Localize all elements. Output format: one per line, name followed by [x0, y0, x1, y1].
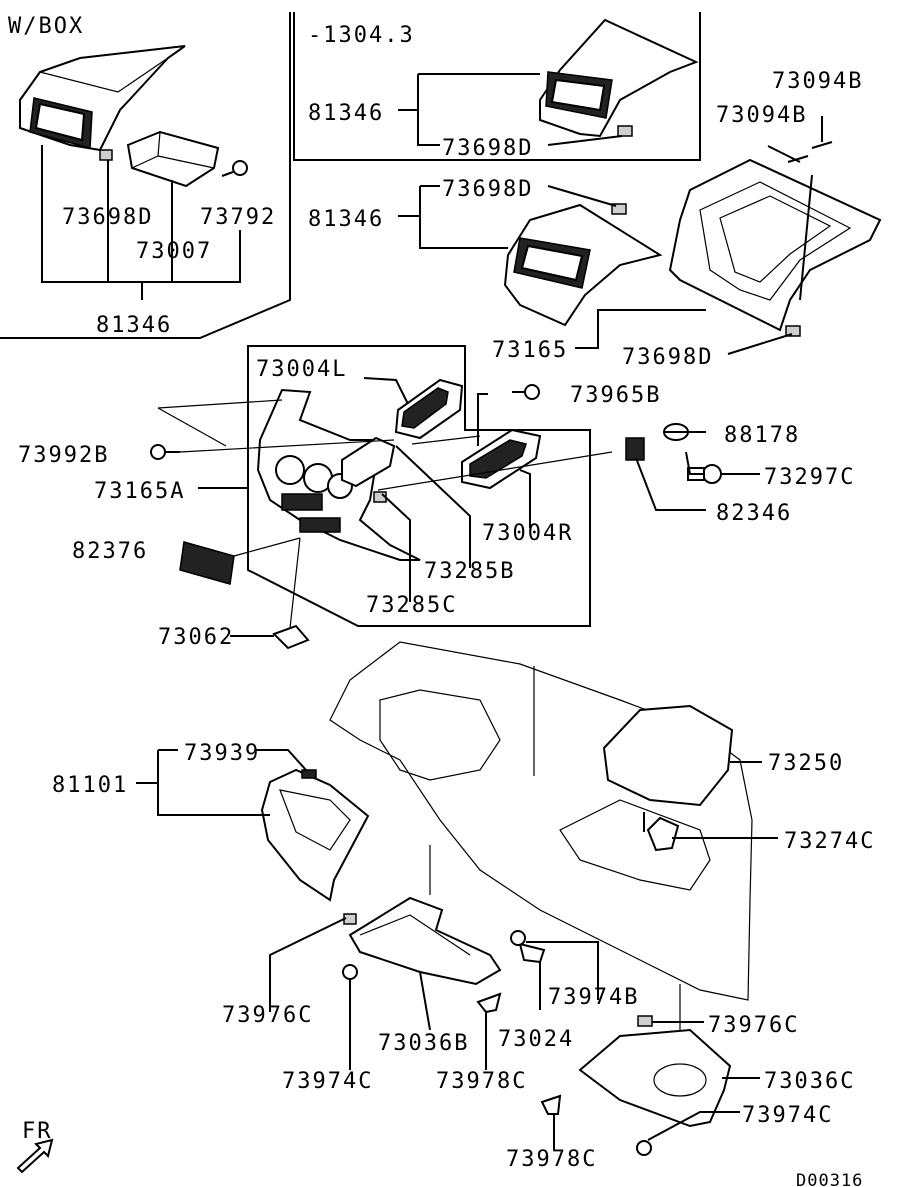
- clip-73698D-main: [611, 203, 627, 215]
- range-variant-border: [293, 12, 701, 161]
- bracket-73036B: [348, 896, 502, 986]
- part-label-73285B: 73285B: [424, 559, 515, 584]
- vent-73004L: [394, 378, 464, 440]
- screw-73974C-a: [342, 964, 358, 1002]
- part-label-73976C-a: 73976C: [222, 1003, 313, 1028]
- storage-box-73007: [126, 130, 220, 188]
- part-label-73974C-a: 73974C: [282, 1069, 373, 1094]
- stay-73024: [518, 942, 546, 964]
- dashboard-81101: [329, 641, 753, 1001]
- bezel-73165A: [256, 388, 421, 561]
- rivet-73978C-b: [540, 1094, 562, 1115]
- part-label-73698D-b: 73698D: [442, 177, 533, 202]
- panel-73165: [668, 158, 882, 332]
- fr-label: FR: [22, 1119, 53, 1144]
- part-label-73992B: 73992B: [18, 443, 109, 468]
- lower-panel-81101: [260, 768, 370, 902]
- part-label-73698D-a: 73698D: [442, 136, 533, 161]
- fr-arrow-icon: [16, 1138, 54, 1174]
- clip-73976C-b: [637, 1015, 653, 1027]
- cover-81346-range: [539, 18, 699, 138]
- part-label-73939: 73939: [184, 741, 260, 766]
- screw-73792: [221, 160, 248, 177]
- box-variant-border: [0, 12, 291, 339]
- part-label-88178: 88178: [724, 423, 800, 448]
- vent-73004R: [461, 428, 542, 490]
- part-label-73250: 73250: [768, 751, 844, 776]
- part-label-73978C-a: 73978C: [436, 1069, 527, 1094]
- clip-73939: [301, 769, 317, 779]
- bracket-73274C: [643, 812, 680, 852]
- range-label: -1304.3: [308, 23, 415, 48]
- part-label-81346-b: 81346: [308, 207, 384, 232]
- part-label-73094B-b: 73094B: [716, 103, 807, 128]
- part-label-73274C: 73274C: [784, 829, 875, 854]
- rivet-73978C-a: [476, 992, 502, 1014]
- part-label-73792: 73792: [200, 205, 276, 230]
- bracket-73036C: [578, 1028, 732, 1128]
- screw-73974C-b: [636, 1140, 652, 1156]
- part-label-81346-a: 81346: [308, 101, 384, 126]
- part-label-73976C-b: 73976C: [708, 1013, 799, 1038]
- part-label-73698D-box: 73698D: [62, 205, 153, 230]
- part-label-73978C-b: 73978C: [506, 1147, 597, 1172]
- part-label-81346-box: 81346: [96, 313, 172, 338]
- part-label-73165: 73165: [492, 338, 568, 363]
- part-label-73036B: 73036B: [378, 1031, 469, 1056]
- part-label-73285C: 73285C: [366, 593, 457, 618]
- part-label-73974C-b: 73974C: [742, 1103, 833, 1128]
- clip-73698D-range: [617, 125, 633, 137]
- cover-81346-main: [503, 203, 663, 327]
- vent-73285B: [341, 436, 396, 488]
- bezel-detail-border: [247, 345, 591, 627]
- box-cover-81346: [19, 45, 186, 152]
- part-label-73024: 73024: [498, 1027, 574, 1052]
- part-label-82346: 82346: [716, 501, 792, 526]
- part-label-73965B: 73965B: [570, 383, 661, 408]
- part-label-73062: 73062: [158, 625, 234, 650]
- strips-73094B: [787, 141, 833, 163]
- airbag-cover-73250: [602, 704, 734, 807]
- screw-73992B: [150, 444, 180, 460]
- screw-73965B: [512, 384, 540, 400]
- clip-73698D-panel: [785, 325, 801, 337]
- part-label-73094B-a: 73094B: [772, 69, 863, 94]
- clip-73062: [272, 624, 310, 650]
- diagram-code: D00316: [796, 1171, 863, 1187]
- part-label-73165A: 73165A: [94, 479, 185, 504]
- part-label-73036C: 73036C: [764, 1069, 855, 1094]
- variant-label: W/BOX: [8, 14, 84, 39]
- switch-82346: [625, 437, 645, 461]
- panel-82376: [179, 541, 235, 585]
- part-label-82376: 82376: [72, 539, 148, 564]
- part-label-73698D-c: 73698D: [622, 345, 713, 370]
- screw-73974B: [510, 930, 526, 946]
- part-label-73004R: 73004R: [482, 521, 573, 546]
- clip-73698D-box: [99, 149, 113, 161]
- part-label-73007: 73007: [136, 239, 212, 264]
- part-label-73004L: 73004L: [256, 357, 347, 382]
- part-label-73297C: 73297C: [764, 465, 855, 490]
- part-label-73974B: 73974B: [548, 985, 639, 1010]
- part-label-81101: 81101: [52, 773, 128, 798]
